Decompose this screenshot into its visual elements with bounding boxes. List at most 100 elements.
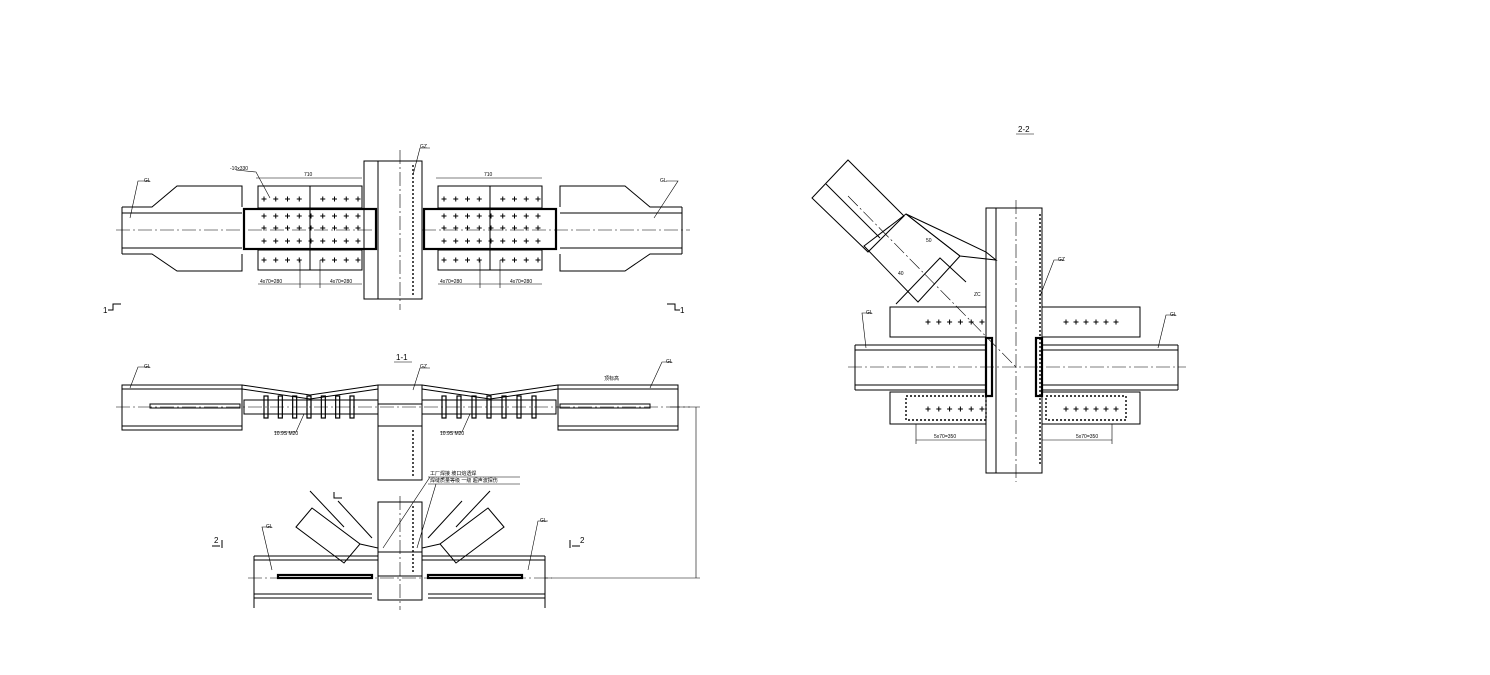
bolt-mark (355, 238, 361, 244)
section-2-2: 2-2 (811, 125, 1186, 482)
bolt-mark (488, 238, 494, 244)
section2-bolt-group (925, 319, 1119, 412)
section1-column-tag: GZ (420, 364, 427, 370)
bolt-mark (1103, 406, 1109, 412)
bolt-mark (1073, 319, 1079, 325)
bolt-mark (500, 213, 506, 219)
bolt-mark (1063, 319, 1069, 325)
bolt-mark (523, 257, 529, 263)
bolt-mark (925, 406, 931, 412)
bolt-mark (465, 213, 470, 219)
section1-bolt-group (263, 395, 537, 419)
bolt-mark (343, 238, 349, 244)
bolt-mark (512, 213, 517, 219)
bolt-mark (500, 225, 506, 231)
bolt-mark (273, 196, 279, 202)
bolt-mark (500, 196, 506, 202)
bolt-mark (453, 257, 459, 263)
bolt-mark (500, 257, 506, 263)
bolt-mark (535, 238, 541, 244)
bolt-mark (320, 213, 326, 219)
bolt-mark (285, 213, 290, 219)
spacing-a-label: 710 (304, 172, 313, 178)
bolt-mark (261, 196, 267, 202)
bolt-mark (476, 196, 482, 202)
bolt-mark (456, 395, 462, 419)
bolt-mark (277, 395, 283, 419)
bolt-mark (332, 213, 337, 219)
bolt-mark (488, 225, 494, 231)
bolt-mark (343, 225, 349, 231)
bolt-mark (936, 406, 942, 412)
bolt-mark (355, 196, 361, 202)
bolt-mark (1093, 406, 1099, 412)
weld-note-line2: 焊缝质量等级 一级 超声波探伤 (430, 477, 498, 484)
bolt-mark (471, 395, 477, 419)
bolt-mark (441, 257, 447, 263)
bolt-mark (500, 238, 506, 244)
bolt-mark (523, 238, 529, 244)
bolt-mark (535, 213, 541, 219)
bolt-mark (512, 257, 517, 263)
bolt-mark (465, 257, 470, 263)
bolt-mark (261, 257, 267, 263)
bolt-mark (465, 225, 470, 231)
bolt-mark (320, 238, 326, 244)
section2-brace-tag: ZC (974, 292, 981, 298)
bolt-mark (320, 225, 326, 231)
bolt-mark (476, 225, 482, 231)
bolt-mark (535, 196, 541, 202)
bolt-mark (273, 238, 279, 244)
bolt-mark (979, 319, 985, 325)
bolt-mark (355, 225, 361, 231)
section2-dim-left: 5x70=350 (934, 434, 956, 440)
bolt-mark (296, 257, 302, 263)
bolt-mark (441, 238, 447, 244)
bolt-mark (332, 225, 337, 231)
bolt-mark (1113, 406, 1119, 412)
cut-1-right-label: 1 (680, 306, 685, 315)
bolt-mark (486, 395, 492, 419)
bolt-mark (957, 319, 963, 325)
beam-tag-right: GL (660, 178, 667, 184)
bolt-mark (947, 319, 953, 325)
bolt-mark (1063, 406, 1069, 412)
bolt-mark (476, 213, 482, 219)
bolt-mark (285, 225, 290, 231)
bolt-mark (1093, 319, 1099, 325)
bolt-mark (308, 225, 314, 231)
bolt-mark (273, 257, 279, 263)
bolt-mark (320, 395, 326, 419)
bolt-mark (979, 406, 985, 412)
bottom-beam-tag-right: GL (540, 518, 547, 524)
bolt-mark (512, 238, 517, 244)
bolt-mark (453, 238, 459, 244)
bolt-mark (535, 225, 541, 231)
plan-bolt-group (261, 196, 541, 263)
bolt-mark (512, 196, 517, 202)
bolt-mark (1113, 319, 1119, 325)
bolt-mark (273, 225, 279, 231)
bolt-mark (335, 395, 341, 419)
bolt-mark (355, 213, 361, 219)
bolt-mark (523, 213, 529, 219)
bolt-mark (332, 238, 337, 244)
bolt-mark (523, 225, 529, 231)
bolt-mark (1083, 406, 1089, 412)
bolt-group-bottom-right-label: 4x70=280 (510, 279, 532, 285)
beam-tag-left: GL (144, 178, 151, 184)
bolt-mark (476, 257, 482, 263)
bolt-mark (523, 196, 529, 202)
bolt-mark (296, 213, 302, 219)
bolt-mark (261, 225, 267, 231)
bolt-mark (285, 257, 290, 263)
bolt-mark (308, 238, 314, 244)
bolt-mark (441, 196, 447, 202)
elevation-mark: 顶标高 (604, 375, 619, 382)
bolt-mark (273, 213, 279, 219)
plan-view: 1 1 -10x330 GL GL GZ 710 710 4x70=280 4x… (103, 144, 690, 315)
bolt-mark (947, 406, 953, 412)
bolt-mark (320, 196, 326, 202)
section2-brace-dim-40: 40 (898, 271, 904, 277)
bolt-mark (453, 213, 459, 219)
